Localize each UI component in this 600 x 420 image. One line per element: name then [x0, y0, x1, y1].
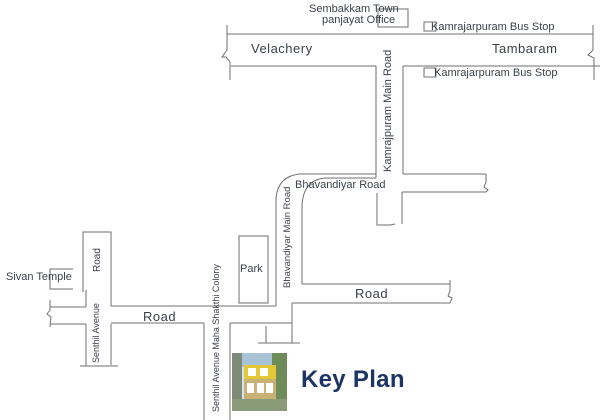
senthil-avenue-maha-shakthi-colony-label: Senthil Avenue Maha Shakthi Colony [211, 264, 221, 412]
kamrajpuram-lower-west [376, 193, 396, 226]
bus-stop-south-box [423, 67, 437, 78]
highway-west-break [221, 25, 231, 80]
sivan-temple-box [49, 268, 73, 290]
road-east-break [447, 280, 453, 304]
road-west-break [46, 300, 52, 328]
sembakkam-office-label-line1: Sembakkam Town [309, 3, 399, 15]
road-west-label: Road [143, 309, 177, 324]
tambaram-label: Tambaram [492, 41, 558, 56]
road-east-label: Road [355, 286, 389, 301]
park-label: Park [240, 263, 263, 275]
bus-stop-north-box [423, 21, 437, 32]
velachery-label: Velachery [251, 41, 313, 56]
highway-east-break [587, 25, 595, 80]
sembakkam-office-label-line2: panjayat Office [322, 14, 396, 26]
bus-stop-north-label: Kamrajarpuram Bus Stop [431, 21, 555, 33]
bhavandiyar-main-road-label: Bhavandiyar Main Road [282, 186, 293, 288]
bhavandiyar-road-east-break [483, 174, 489, 193]
bus-stop-south-label: Kamrajarpuram Bus Stop [434, 67, 558, 79]
sivan-temple-label: Sivan Temple [6, 271, 72, 283]
road-vertical-north [82, 231, 112, 306]
bhavandiyar-road-label: Bhavandiyar Road [295, 179, 386, 191]
bhavandiyar-road-north-curve [301, 177, 376, 284]
road-vertical-label: Road [92, 248, 103, 272]
park-box [238, 235, 269, 304]
sembakkam-office-box [377, 8, 409, 28]
senthil-avenue-label: Senthil Avenue [91, 303, 101, 363]
house-thumbnail [232, 353, 287, 411]
bhavandiyar-main-road-west-edge [275, 173, 376, 306]
key-plan-title: Key Plan [301, 366, 405, 393]
kamrajpuram-main-road-label: Kamrajpuram Main Road [382, 49, 394, 172]
